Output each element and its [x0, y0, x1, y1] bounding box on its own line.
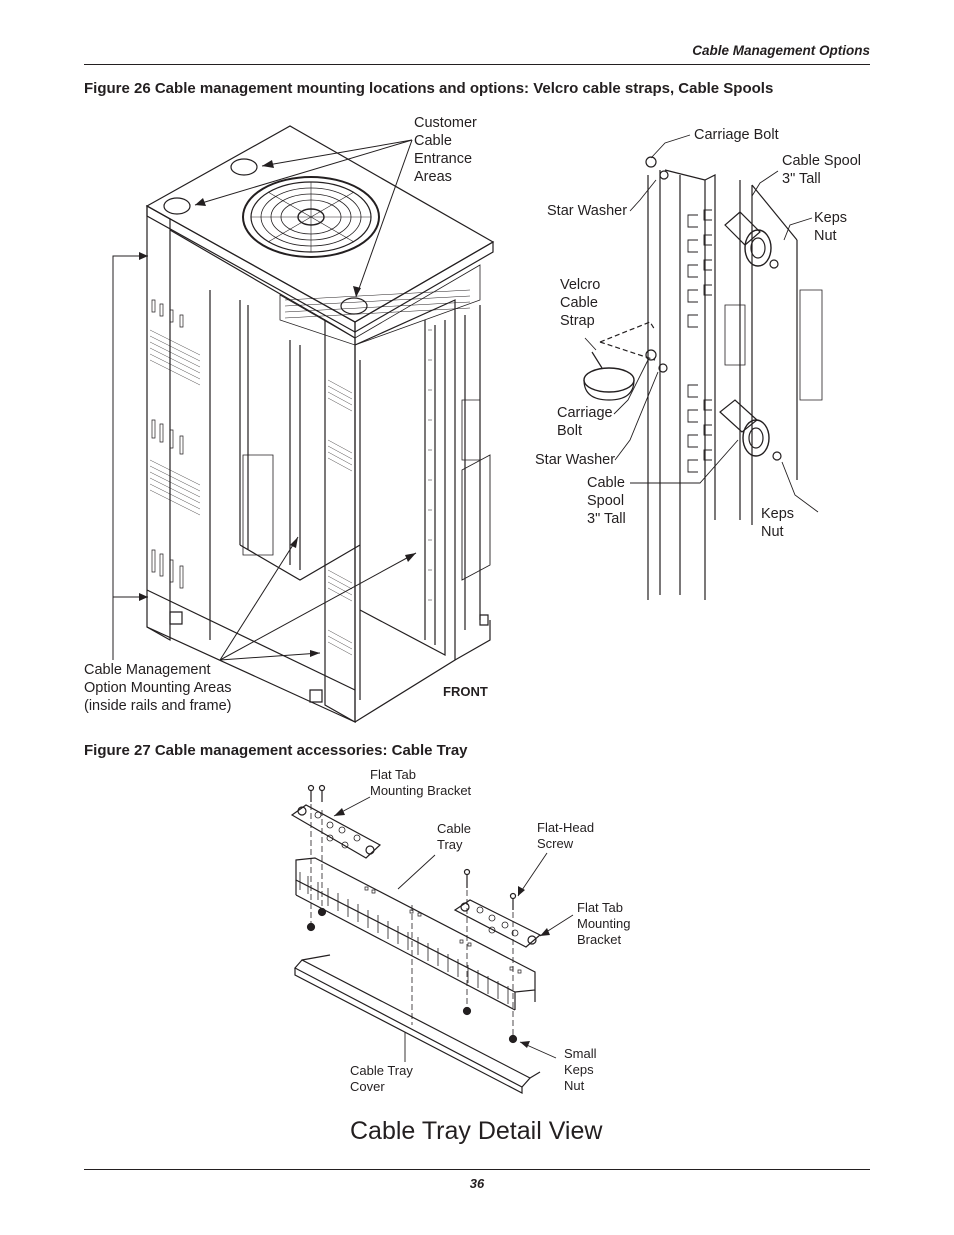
cabinet-drawing: [147, 126, 493, 722]
label-star-washer-top: Star Washer: [547, 203, 628, 219]
rail-detail-leader-lines: [585, 135, 818, 512]
label-cable-tray-cover: Cable Tray Cover: [350, 1063, 413, 1094]
running-header: Cable Management Options: [692, 43, 870, 58]
page-number: 36: [469, 1176, 485, 1191]
figure-26-caption: Figure 26 Cable management mounting loca…: [84, 80, 774, 97]
rail-detail-drawing: [584, 157, 822, 600]
cable-tray-detail-view-title: Cable Tray Detail View: [350, 1117, 603, 1145]
label-velcro-cable-strap: Velcro Cable Strap: [560, 277, 601, 329]
label-cable-spool-top: Cable Spool 3" Tall: [782, 153, 861, 187]
label-customer-cable-entrance-areas: Customer Cable Entrance Areas: [414, 115, 477, 185]
cable-tray-drawing: [292, 786, 540, 1094]
label-small-keps-nut: Small Keps Nut: [564, 1046, 597, 1093]
cabinet-leader-lines: [113, 140, 416, 660]
label-cable-management-mounting-areas: Cable Management Option Mounting Areas (…: [84, 662, 232, 714]
label-flat-tab-mounting-bracket-top: Flat Tab Mounting Bracket: [370, 767, 472, 798]
label-carriage-bolt-mid: Carriage Bolt: [557, 405, 613, 439]
label-front: FRONT: [443, 684, 488, 699]
label-cable-spool-mid: Cable Spool 3" Tall: [587, 475, 626, 527]
footer-rule: [84, 1169, 870, 1170]
label-flat-tab-mounting-bracket-right: Flat Tab Mounting Bracket: [577, 900, 631, 947]
label-flat-head-screw: Flat-Head Screw: [537, 820, 595, 851]
label-keps-nut-bottom: Keps Nut: [761, 506, 795, 540]
label-keps-nut-top: Keps Nut: [814, 210, 848, 244]
label-carriage-bolt-top: Carriage Bolt: [694, 127, 779, 143]
figure-27-caption: Figure 27 Cable management accessories: …: [84, 742, 468, 759]
label-star-washer-mid: Star Washer: [535, 452, 616, 468]
header-rule: [84, 64, 870, 65]
label-cable-tray: Cable Tray: [437, 821, 471, 852]
